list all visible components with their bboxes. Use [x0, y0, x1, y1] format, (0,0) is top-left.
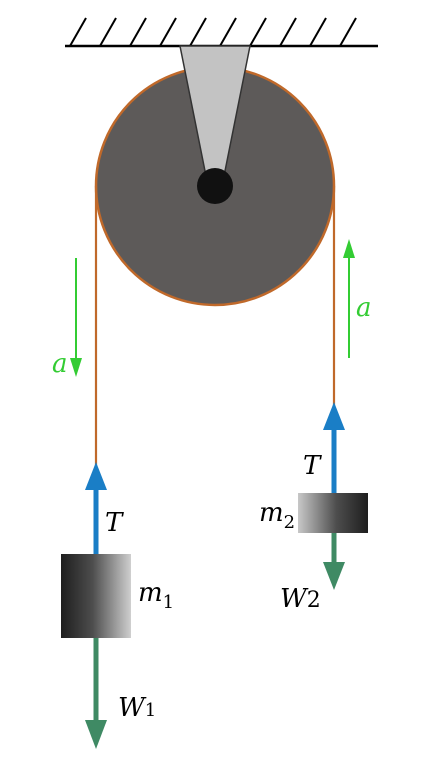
weight-label-right: W2 — [280, 584, 321, 614]
weight-arrow-left — [85, 638, 107, 749]
acceleration-arrow-right — [343, 239, 355, 358]
acceleration-label-left: a — [52, 349, 68, 379]
mass-block-right — [298, 493, 368, 533]
tension-label-left: T — [105, 508, 124, 538]
ceiling-hatching — [69, 17, 357, 47]
pulley-axle-icon — [197, 168, 233, 204]
acceleration-arrow-left — [70, 258, 82, 377]
ceiling-icon — [65, 17, 378, 48]
tension-arrow-left — [85, 462, 107, 556]
weight-label-left: W1 — [118, 693, 156, 723]
tension-arrow-right — [323, 402, 345, 494]
tension-label-right: T — [303, 451, 322, 481]
mass-block-left — [61, 554, 131, 638]
acceleration-label-right: a — [356, 293, 372, 323]
weight-arrow-right — [323, 533, 345, 590]
mass-label-left: m1 — [138, 578, 174, 613]
mass-label-right: m2 — [259, 498, 295, 533]
